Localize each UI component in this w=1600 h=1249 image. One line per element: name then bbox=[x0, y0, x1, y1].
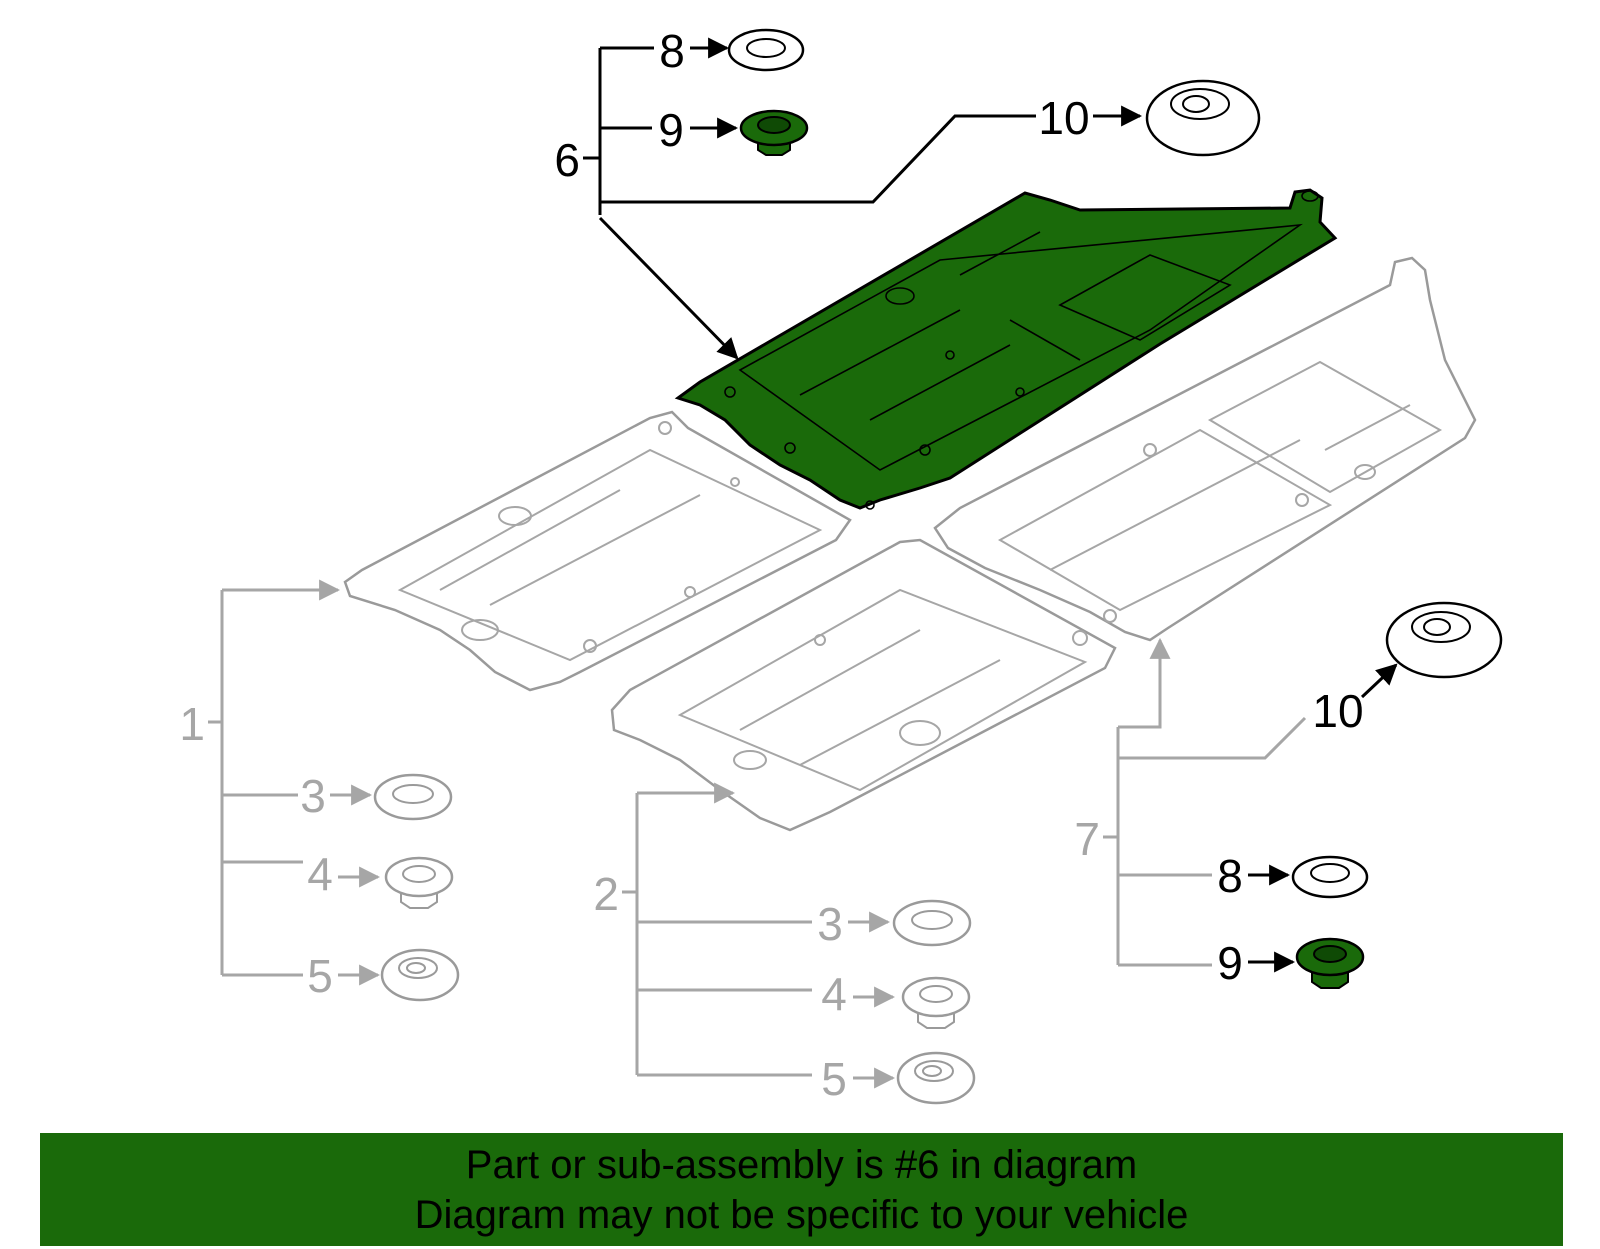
shield-part-1 bbox=[343, 410, 852, 692]
shield-part-6 bbox=[674, 188, 1338, 510]
callout-8-top: 8 bbox=[659, 25, 685, 77]
callout-4-left: 4 bbox=[307, 848, 333, 900]
callout-5-middle: 5 bbox=[821, 1053, 847, 1105]
callout-10-top: 10 bbox=[1038, 92, 1089, 144]
callout-3-left: 3 bbox=[300, 770, 326, 822]
clip-nut-9-icon bbox=[739, 109, 809, 156]
grommet-5b-icon bbox=[896, 1051, 976, 1105]
leaders-group-6 bbox=[583, 37, 1143, 360]
clip-nut-4b-icon bbox=[901, 976, 971, 1029]
callout-10-right: 10 bbox=[1312, 685, 1363, 737]
callout-8-right: 8 bbox=[1217, 850, 1243, 902]
shield-part-7 bbox=[933, 256, 1477, 642]
info-banner: Part or sub-assembly is #6 in diagram Di… bbox=[40, 1133, 1563, 1246]
washer-8-icon bbox=[727, 28, 805, 72]
callout-6: 6 bbox=[554, 134, 580, 186]
banner-line-2: Diagram may not be specific to your vehi… bbox=[414, 1192, 1189, 1237]
callout-2: 2 bbox=[593, 868, 619, 920]
callout-1: 1 bbox=[179, 698, 205, 750]
grommet-10-icon bbox=[1145, 79, 1261, 157]
callout-9-right: 9 bbox=[1217, 937, 1243, 989]
grommet-5-icon bbox=[380, 948, 460, 1002]
banner-line-1: Part or sub-assembly is #6 in diagram bbox=[465, 1142, 1138, 1187]
leaders-group-2 bbox=[622, 782, 896, 1089]
washer-8b-icon bbox=[1291, 855, 1369, 899]
washer-3-icon bbox=[373, 773, 453, 821]
callout-5-left: 5 bbox=[307, 950, 333, 1002]
shield-part-2 bbox=[610, 538, 1117, 832]
grommet-10b-icon bbox=[1385, 601, 1503, 679]
clip-nut-4-icon bbox=[384, 856, 454, 909]
leaders-group-7 bbox=[1103, 637, 1398, 973]
clip-nut-9b-icon bbox=[1295, 937, 1365, 989]
washer-3b-icon bbox=[892, 899, 972, 947]
leaders-group-1 bbox=[208, 579, 381, 986]
callout-7: 7 bbox=[1074, 813, 1100, 865]
callout-3-middle: 3 bbox=[817, 898, 843, 950]
callout-4-middle: 4 bbox=[821, 968, 847, 1020]
callout-9-top: 9 bbox=[658, 104, 684, 156]
